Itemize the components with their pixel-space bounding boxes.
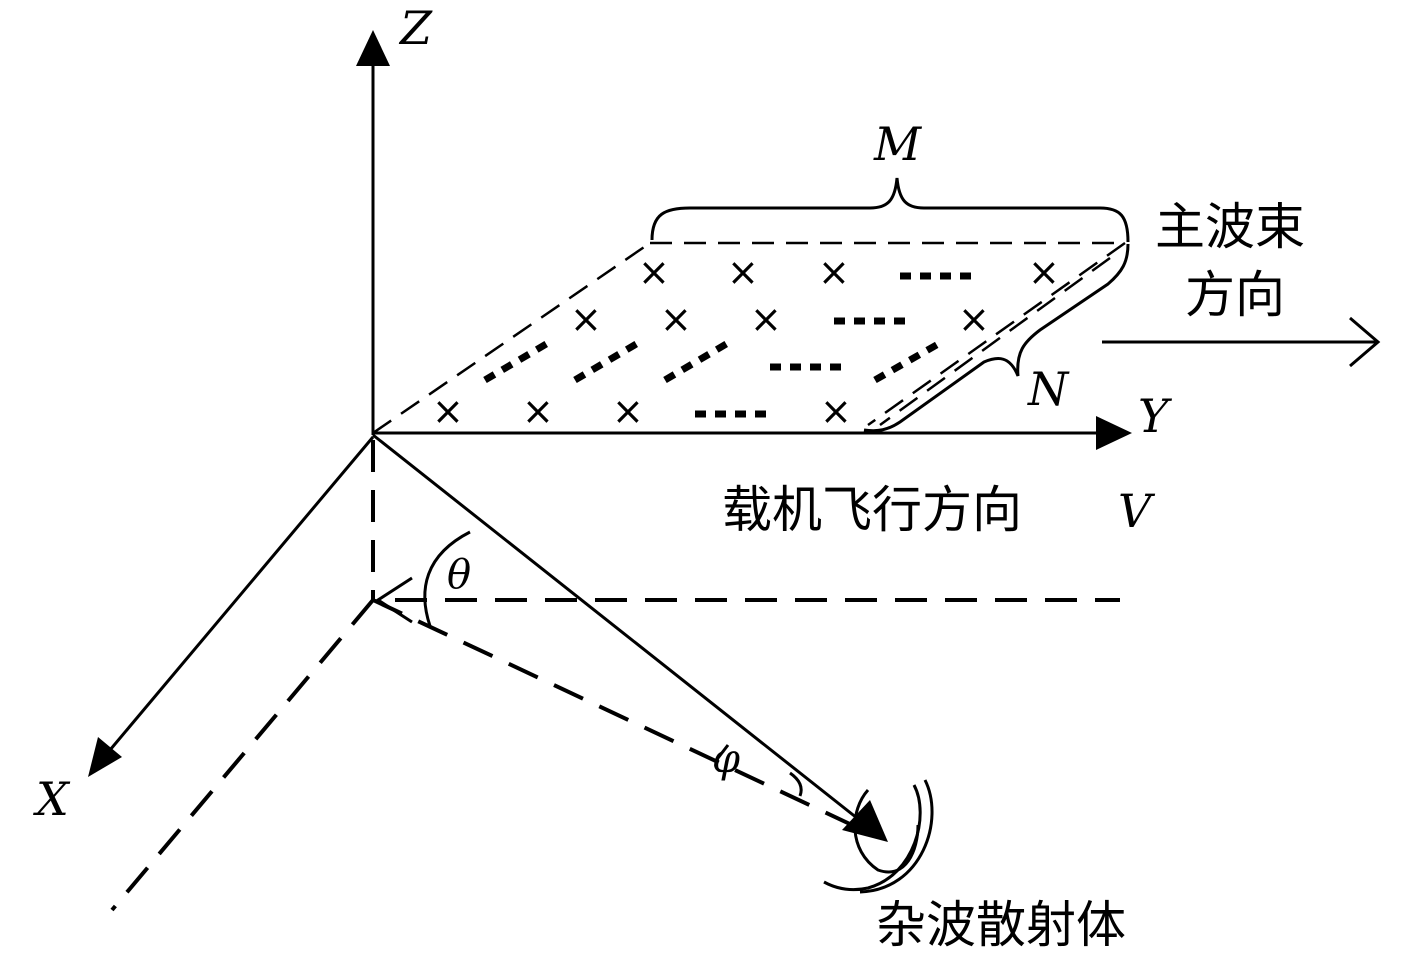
z-axis-arrowhead-icon [356,30,390,66]
z-axis: Z [356,1,433,435]
array-element: × [820,389,852,433]
flight-direction-label: 载机飞行方向 [722,481,1022,539]
clutter-scatterer-icon [823,779,934,894]
y-axis: Y [373,389,1173,450]
array-element: × [958,297,990,341]
array-element: × [750,297,782,341]
theta-angle-arc [423,530,471,627]
n-label: N [1027,362,1070,416]
array-element: × [818,250,850,294]
x-axis: X [33,436,375,826]
y-axis-label: Y [1138,389,1173,443]
array-element: × [638,250,670,294]
z-axis-label: Z [398,1,433,55]
y-axis-arrowhead-icon [1096,416,1132,450]
x-projection-line [110,598,375,912]
clutter-scatterer-label: 杂波散射体 [876,896,1126,954]
line-of-sight-arrowhead-icon [842,800,888,842]
n-brace: N [863,243,1130,433]
theta-label: θ [447,552,471,598]
main-beam-direction: 主波束 方向 [1102,198,1381,368]
main-beam-arrowhead-icon [1349,316,1381,368]
main-beam-label-line2: 方向 [1185,266,1285,324]
array-element: × [727,250,759,294]
x-axis-arrowhead-icon [88,737,122,777]
antenna-array-outline [372,241,1126,435]
velocity-label: V [1118,484,1156,538]
m-brace: M [650,117,1130,243]
array-element: × [570,297,602,341]
phi-tick [716,744,730,759]
m-label: M [873,117,923,171]
array-ellipsis-dots [483,272,972,418]
main-beam-label-line1: 主波束 [1155,198,1305,256]
array-element: × [660,297,692,341]
array-elements: × × × × × × × × × × × × [432,250,1060,433]
phi-label: φ [712,736,740,782]
array-element: × [432,389,464,433]
phi-angle-arc [789,771,803,797]
array-element: × [1028,250,1060,294]
x-axis-label: X [33,772,71,826]
line-of-sight [372,433,863,824]
array-element: × [522,389,554,433]
ground-range-line [372,598,853,827]
array-element: × [612,389,644,433]
